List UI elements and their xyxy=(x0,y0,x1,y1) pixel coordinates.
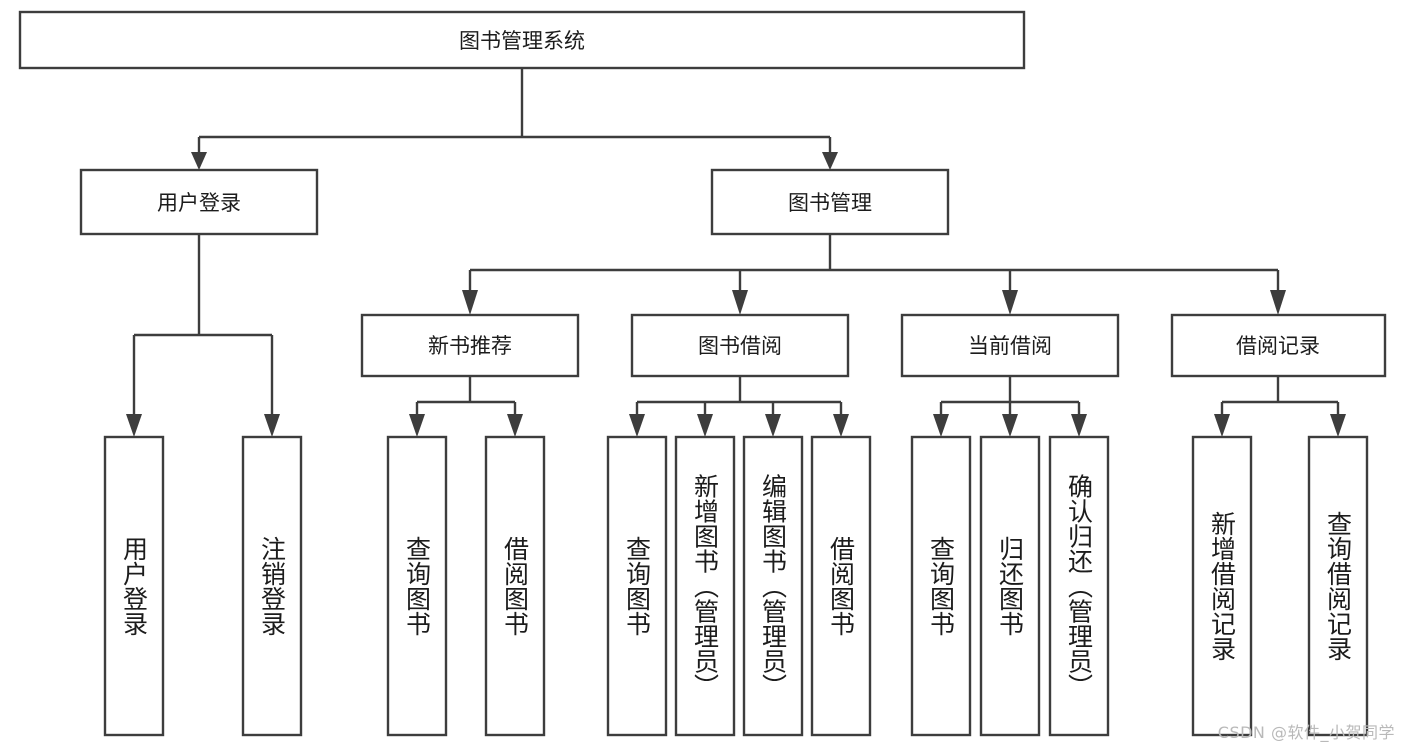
node-leaf-confirm-return-admin[interactable]: 确认归还（管理员） xyxy=(1048,435,1110,737)
node-new-book-recommend-label: 新书推荐 xyxy=(428,334,512,358)
node-leaf-query-book-borrow[interactable]: 查询图书 xyxy=(606,435,668,737)
node-leaf-logout[interactable]: 注销登录 xyxy=(241,435,303,737)
node-leaf-add-borrow-record[interactable]: 新增借阅记录 xyxy=(1191,435,1253,737)
node-leaf-query-book-recommend[interactable]: 查询图书 xyxy=(386,435,448,737)
node-leaf-query-book-recommend-label: 查询图书 xyxy=(403,536,432,636)
node-current-borrow[interactable]: 当前借阅 xyxy=(900,313,1120,378)
node-leaf-add-borrow-record-label: 新增借阅记录 xyxy=(1208,511,1237,661)
node-current-borrow-label: 当前借阅 xyxy=(968,334,1052,358)
node-leaf-query-book-current-label: 查询图书 xyxy=(927,536,956,636)
node-book-management-label: 图书管理 xyxy=(788,191,872,215)
node-leaf-query-book-current[interactable]: 查询图书 xyxy=(910,435,972,737)
node-book-management[interactable]: 图书管理 xyxy=(710,168,950,236)
node-leaf-query-book-borrow-label: 查询图书 xyxy=(623,536,652,636)
arrowhead-group xyxy=(126,152,1346,437)
node-leaf-user-login-label: 用户登录 xyxy=(120,536,149,636)
node-new-book-recommend[interactable]: 新书推荐 xyxy=(360,313,580,378)
node-book-borrow[interactable]: 图书借阅 xyxy=(630,313,850,378)
connector-group xyxy=(132,68,1340,414)
node-leaf-logout-label: 注销登录 xyxy=(258,536,287,636)
node-user-login-label: 用户登录 xyxy=(157,191,241,215)
node-root-label: 图书管理系统 xyxy=(459,29,585,53)
node-user-login[interactable]: 用户登录 xyxy=(79,168,319,236)
node-leaf-user-login[interactable]: 用户登录 xyxy=(103,435,165,737)
node-borrow-record-label: 借阅记录 xyxy=(1236,334,1320,358)
node-leaf-edit-book-admin-label: 编辑图书（管理员） xyxy=(759,474,788,699)
node-leaf-return-book-label: 归还图书 xyxy=(996,536,1025,636)
node-leaf-borrow-book-recommend-label: 借阅图书 xyxy=(501,536,530,636)
node-leaf-query-borrow-record[interactable]: 查询借阅记录 xyxy=(1307,435,1369,737)
node-root[interactable]: 图书管理系统 xyxy=(18,10,1026,70)
node-leaf-query-borrow-record-label: 查询借阅记录 xyxy=(1324,511,1353,661)
node-leaf-return-book[interactable]: 归还图书 xyxy=(979,435,1041,737)
node-leaf-confirm-return-admin-label: 确认归还（管理员） xyxy=(1065,474,1094,699)
node-borrow-record[interactable]: 借阅记录 xyxy=(1170,313,1387,378)
node-leaf-add-book-admin-label: 新增图书（管理员） xyxy=(691,474,720,699)
node-leaf-edit-book-admin[interactable]: 编辑图书（管理员） xyxy=(742,435,804,737)
node-leaf-borrow-book-label: 借阅图书 xyxy=(827,536,856,636)
node-leaf-borrow-book[interactable]: 借阅图书 xyxy=(810,435,872,737)
node-book-borrow-label: 图书借阅 xyxy=(698,334,782,358)
node-leaf-borrow-book-recommend[interactable]: 借阅图书 xyxy=(484,435,546,737)
node-leaf-add-book-admin[interactable]: 新增图书（管理员） xyxy=(674,435,736,737)
